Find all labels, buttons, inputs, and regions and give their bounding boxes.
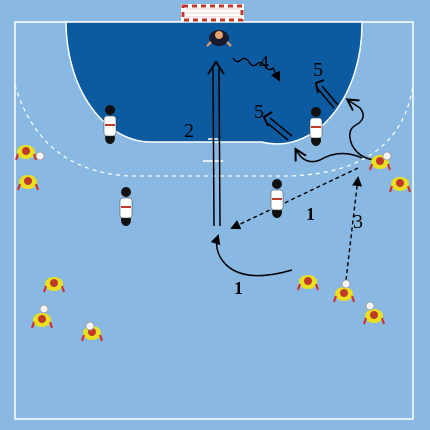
ball-icon [85,321,95,331]
ball-icon [341,279,351,289]
handball-goal-icon [181,4,244,22]
arrow-run-zigzag [348,100,379,161]
arrow-5b-double [314,79,339,109]
label-step-5b: 5 [313,59,323,81]
ball-icon [39,304,49,314]
arrow-run-lower [296,150,363,163]
defender-icon [119,187,133,226]
label-step-3: 3 [353,211,363,233]
arrow-2-shot-path [207,60,225,227]
attacker-icon [43,277,65,293]
attacker-icon [297,275,319,291]
attacker-icon [389,177,411,193]
defender-icon [309,107,323,146]
attacker-icon [17,175,39,191]
attacker-icon [333,287,355,303]
label-step-2: 2 [184,120,194,142]
arrow-4-wavy [232,57,280,82]
ball-icon [365,301,375,311]
attacker-icon [363,309,385,325]
attacker-icon [15,145,37,161]
label-step-5a: 5 [254,101,264,123]
label-step-1-run: 1 [234,278,243,298]
goal-area [65,21,363,145]
ball-icon [382,151,392,161]
defender-icon [270,179,284,218]
arrow-3-pass-dashed [345,176,363,281]
ball-icon [35,151,45,161]
label-step-4: 4 [259,52,269,74]
arrow-5a-double [262,111,293,141]
arrow-1-run-curved [210,234,293,277]
attacker-icon [31,313,53,329]
label-step-1-pass: 1 [306,204,315,224]
defender-icon [103,105,117,144]
goalkeeper-icon [206,30,232,47]
arrow-1-pass-dashed [230,167,359,230]
